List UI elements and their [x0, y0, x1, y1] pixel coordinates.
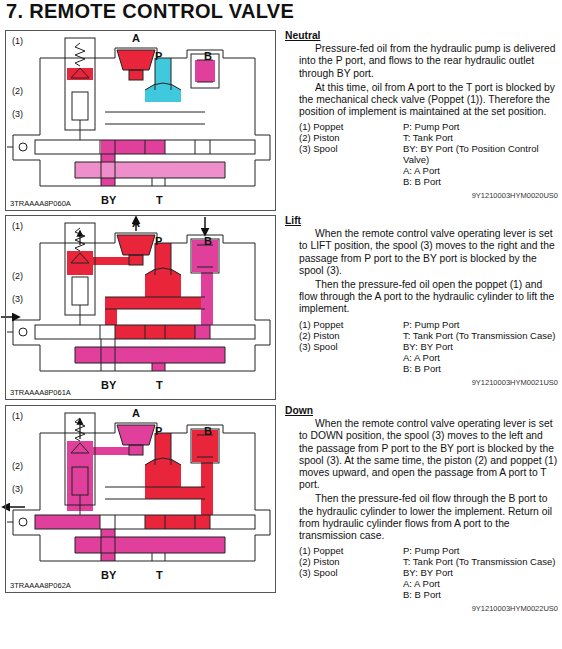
- port-letter: T: [156, 379, 163, 391]
- callout-number: (2): [12, 86, 23, 96]
- figure-code: 3TRAAAA8P061A: [10, 388, 71, 397]
- text-section: LiftWhen the remote control valve operat…: [285, 215, 558, 389]
- body-paragraph: Then the pressure-fed oil flow through t…: [299, 493, 558, 542]
- ports-column: P: Pump PortT: Tank Port (To Transmissio…: [403, 545, 558, 600]
- port-item: BY: BY Port (To Position Control Valve): [403, 143, 558, 165]
- port-item: T: Tank Port (To Transmission Case): [403, 330, 558, 341]
- callout-number: (3): [12, 109, 23, 119]
- parts-column: (1) Poppet(2) Piston(3) Spool: [299, 121, 403, 187]
- port-letter: A: [132, 32, 140, 44]
- port-letter: P: [155, 235, 162, 247]
- port-item: P: Pump Port: [403, 545, 558, 556]
- part-item: (2) Piston: [299, 330, 403, 341]
- part-item: (3) Spool: [299, 341, 403, 352]
- port-item: P: Pump Port: [403, 121, 558, 132]
- callout-number: (3): [12, 484, 23, 494]
- body-paragraph: When the remote control valve operating …: [299, 418, 558, 491]
- port-letter: P: [155, 425, 162, 437]
- part-item: (2) Piston: [299, 132, 403, 143]
- ports-column: P: Pump PortT: Tank Port (To Transmissio…: [403, 319, 558, 374]
- page-title: 7. REMOTE CONTROL VALVE: [6, 0, 294, 23]
- figure-panel: 3TRAAAA8P062A: [5, 405, 276, 593]
- ports-column: P: Pump PortT: Tank PortBY: BY Port (To …: [403, 121, 558, 187]
- parts-list: (1) Poppet(2) Piston(3) SpoolP: Pump Por…: [299, 121, 558, 187]
- body-paragraph: When the remote control valve operating …: [299, 228, 558, 277]
- port-letter: BY: [101, 379, 116, 391]
- port-item: BY: BY Port: [403, 567, 558, 578]
- callout-number: (2): [12, 271, 23, 281]
- parts-list: (1) Poppet(2) Piston(3) SpoolP: Pump Por…: [299, 545, 558, 600]
- parts-column: (1) Poppet(2) Piston(3) Spool: [299, 319, 403, 374]
- text-section: DownWhen the remote control valve operat…: [285, 405, 558, 615]
- port-item: BY: BY Port: [403, 341, 558, 352]
- document-code: 9Y1210003HYM0021US0: [285, 377, 558, 389]
- part-item: (1) Poppet: [299, 545, 403, 556]
- port-item: T: Tank Port (To Transmission Case): [403, 556, 558, 567]
- port-item: B: B Port: [403, 176, 558, 187]
- port-letter: T: [156, 194, 163, 206]
- parts-list: (1) Poppet(2) Piston(3) SpoolP: Pump Por…: [299, 319, 558, 374]
- section-heading: Down: [285, 405, 558, 417]
- callout-number: (3): [12, 294, 23, 304]
- port-item: T: Tank Port: [403, 132, 558, 143]
- port-letter: T: [156, 569, 163, 581]
- port-letter: BY: [101, 194, 116, 206]
- part-item: (2) Piston: [299, 556, 403, 567]
- callout-number: (1): [12, 36, 23, 46]
- port-letter: BY: [101, 569, 116, 581]
- port-letter: A: [132, 217, 140, 229]
- figure-code: 3TRAAAA8P060A: [10, 199, 71, 208]
- port-letter: B: [204, 50, 212, 62]
- part-item: (1) Poppet: [299, 319, 403, 330]
- port-item: P: Pump Port: [403, 319, 558, 330]
- parts-column: (1) Poppet(2) Piston(3) Spool: [299, 545, 403, 600]
- part-item: (1) Poppet: [299, 121, 403, 132]
- port-item: A: A Port: [403, 578, 558, 589]
- section-heading: Neutral: [285, 30, 558, 42]
- figure-code: 3TRAAAA8P062A: [10, 581, 71, 590]
- port-letter: B: [204, 235, 212, 247]
- section-heading: Lift: [285, 215, 558, 227]
- document-code: 9Y1210003HYM0022US0: [285, 603, 558, 615]
- callout-number: (1): [12, 221, 23, 231]
- port-item: B: B Port: [403, 589, 558, 600]
- figure-panel: 3TRAAAA8P061A: [5, 215, 276, 400]
- port-item: B: B Port: [403, 363, 558, 374]
- text-section: NeutralPressure-fed oil from the hydraul…: [285, 30, 558, 203]
- port-letter: P: [155, 50, 162, 62]
- callout-number: (2): [12, 461, 23, 471]
- document-code: 9Y1210003HYM0020US0: [285, 190, 558, 202]
- part-item: (3) Spool: [299, 567, 403, 578]
- body-paragraph: At this time, oil from A port to the T p…: [299, 82, 558, 119]
- figure-panel: 3TRAAAA8P060A: [5, 30, 276, 211]
- body-paragraph: Then the pressure-fed oil open the poppe…: [299, 279, 558, 316]
- callout-number: (1): [12, 411, 23, 421]
- port-letter: A: [132, 407, 140, 419]
- body-paragraph: Pressure-fed oil from the hydraulic pump…: [299, 43, 558, 80]
- port-item: A: A Port: [403, 165, 558, 176]
- port-item: A: A Port: [403, 352, 558, 363]
- port-letter: B: [204, 425, 212, 437]
- part-item: (3) Spool: [299, 143, 403, 154]
